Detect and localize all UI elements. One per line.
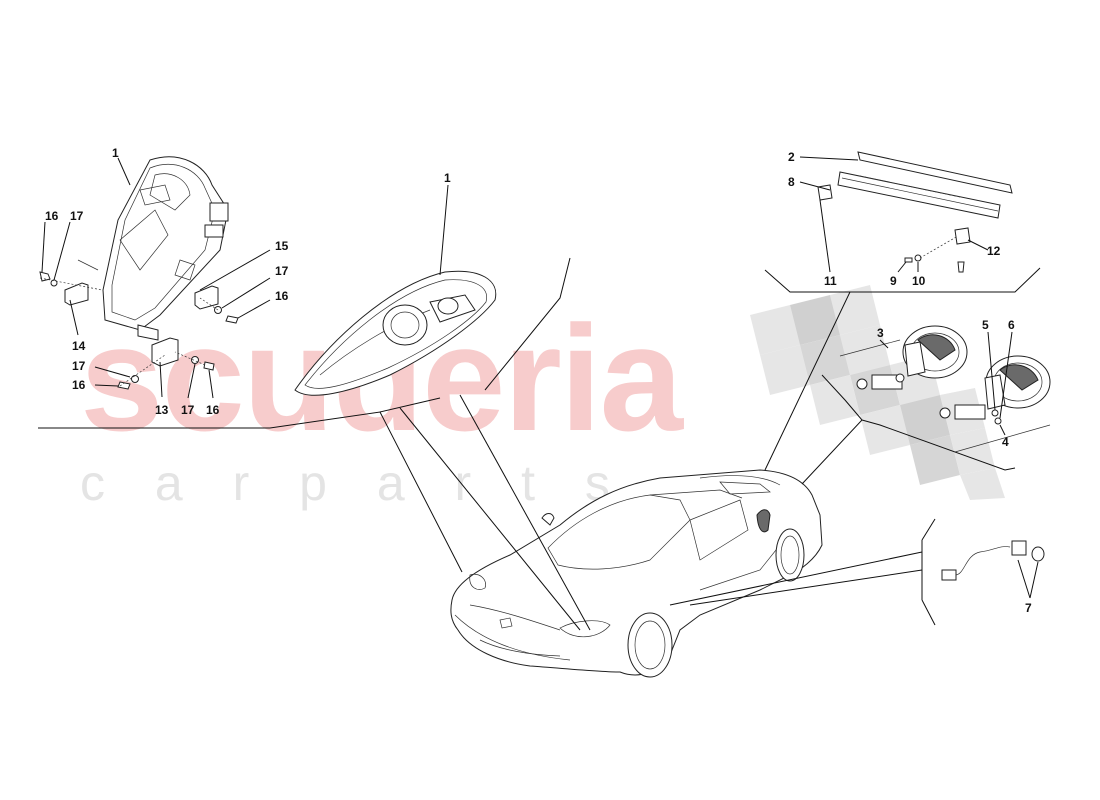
checkered-flag-logo: [750, 285, 1005, 500]
headlamp-lens-bulb: [382, 304, 428, 346]
rear-wheel: [775, 528, 805, 582]
watermark-subtitle: c a r p a r t s: [80, 455, 628, 511]
headlight-right: [559, 620, 611, 637]
brake-light-cover: [857, 151, 1013, 194]
bracket-15: [194, 285, 219, 310]
callout-13: 13: [155, 403, 169, 417]
windshield: [547, 494, 691, 570]
callout-11: 11: [824, 274, 837, 288]
bracket-13: [151, 337, 179, 367]
callout-6: 6: [1008, 318, 1015, 332]
front-wheel: [627, 612, 673, 678]
headlight-left: [469, 574, 486, 590]
headlamp-connector: [209, 202, 229, 222]
callout-17-right: 17: [275, 264, 289, 278]
sensor-cable: [941, 540, 1045, 581]
third-brake-light: [817, 151, 1013, 273]
front-lamps: [839, 325, 1051, 453]
callout-8: 8: [788, 175, 795, 189]
callout-2: 2: [788, 150, 795, 164]
washer-17c: [131, 375, 139, 383]
callout-5: 5: [982, 318, 989, 332]
callout-17-low: 17: [181, 403, 195, 417]
screw-16d: [203, 361, 215, 371]
headlamp-mount: [204, 224, 224, 238]
screw-16c: [117, 381, 131, 390]
callout-1-center: 1: [444, 171, 451, 185]
center-headlamp: [294, 270, 497, 396]
leader-lines: [38, 156, 1041, 631]
washer-10: [914, 254, 922, 262]
car-illustration: [450, 469, 823, 678]
bracket-14: [64, 282, 89, 306]
bracket-8: [817, 184, 833, 201]
brake-light-body: [837, 171, 1001, 219]
callout-1-left: 1: [112, 146, 119, 160]
callout-10: 10: [912, 274, 926, 288]
callout-3: 3: [877, 326, 884, 340]
sensor-connector: [941, 569, 957, 581]
mirror: [541, 513, 555, 526]
callout-16-bottom: 16: [72, 378, 86, 392]
callout-4: 4: [1002, 435, 1009, 449]
callout-16-low: 16: [206, 403, 220, 417]
left-headlamp-exploded: [39, 156, 239, 390]
screw-9: [904, 257, 913, 263]
callout-16-right: 16: [275, 289, 289, 303]
callout-9: 9: [890, 274, 897, 288]
callouts: 1 16 17 14 15 17 16 17 16 13 17 16 1 2 8…: [45, 146, 1032, 615]
screw-16b: [225, 315, 239, 324]
callout-7: 7: [1025, 601, 1032, 615]
callout-17-top: 17: [70, 209, 84, 223]
callout-12: 12: [987, 244, 1001, 258]
callout-17-bottom: 17: [72, 359, 86, 373]
callout-15: 15: [275, 239, 289, 253]
washer-17d: [191, 356, 199, 364]
callout-16-top: 16: [45, 209, 59, 223]
bracket-12: [954, 227, 971, 245]
side-intake: [756, 509, 771, 533]
callout-14: 14: [72, 339, 86, 353]
